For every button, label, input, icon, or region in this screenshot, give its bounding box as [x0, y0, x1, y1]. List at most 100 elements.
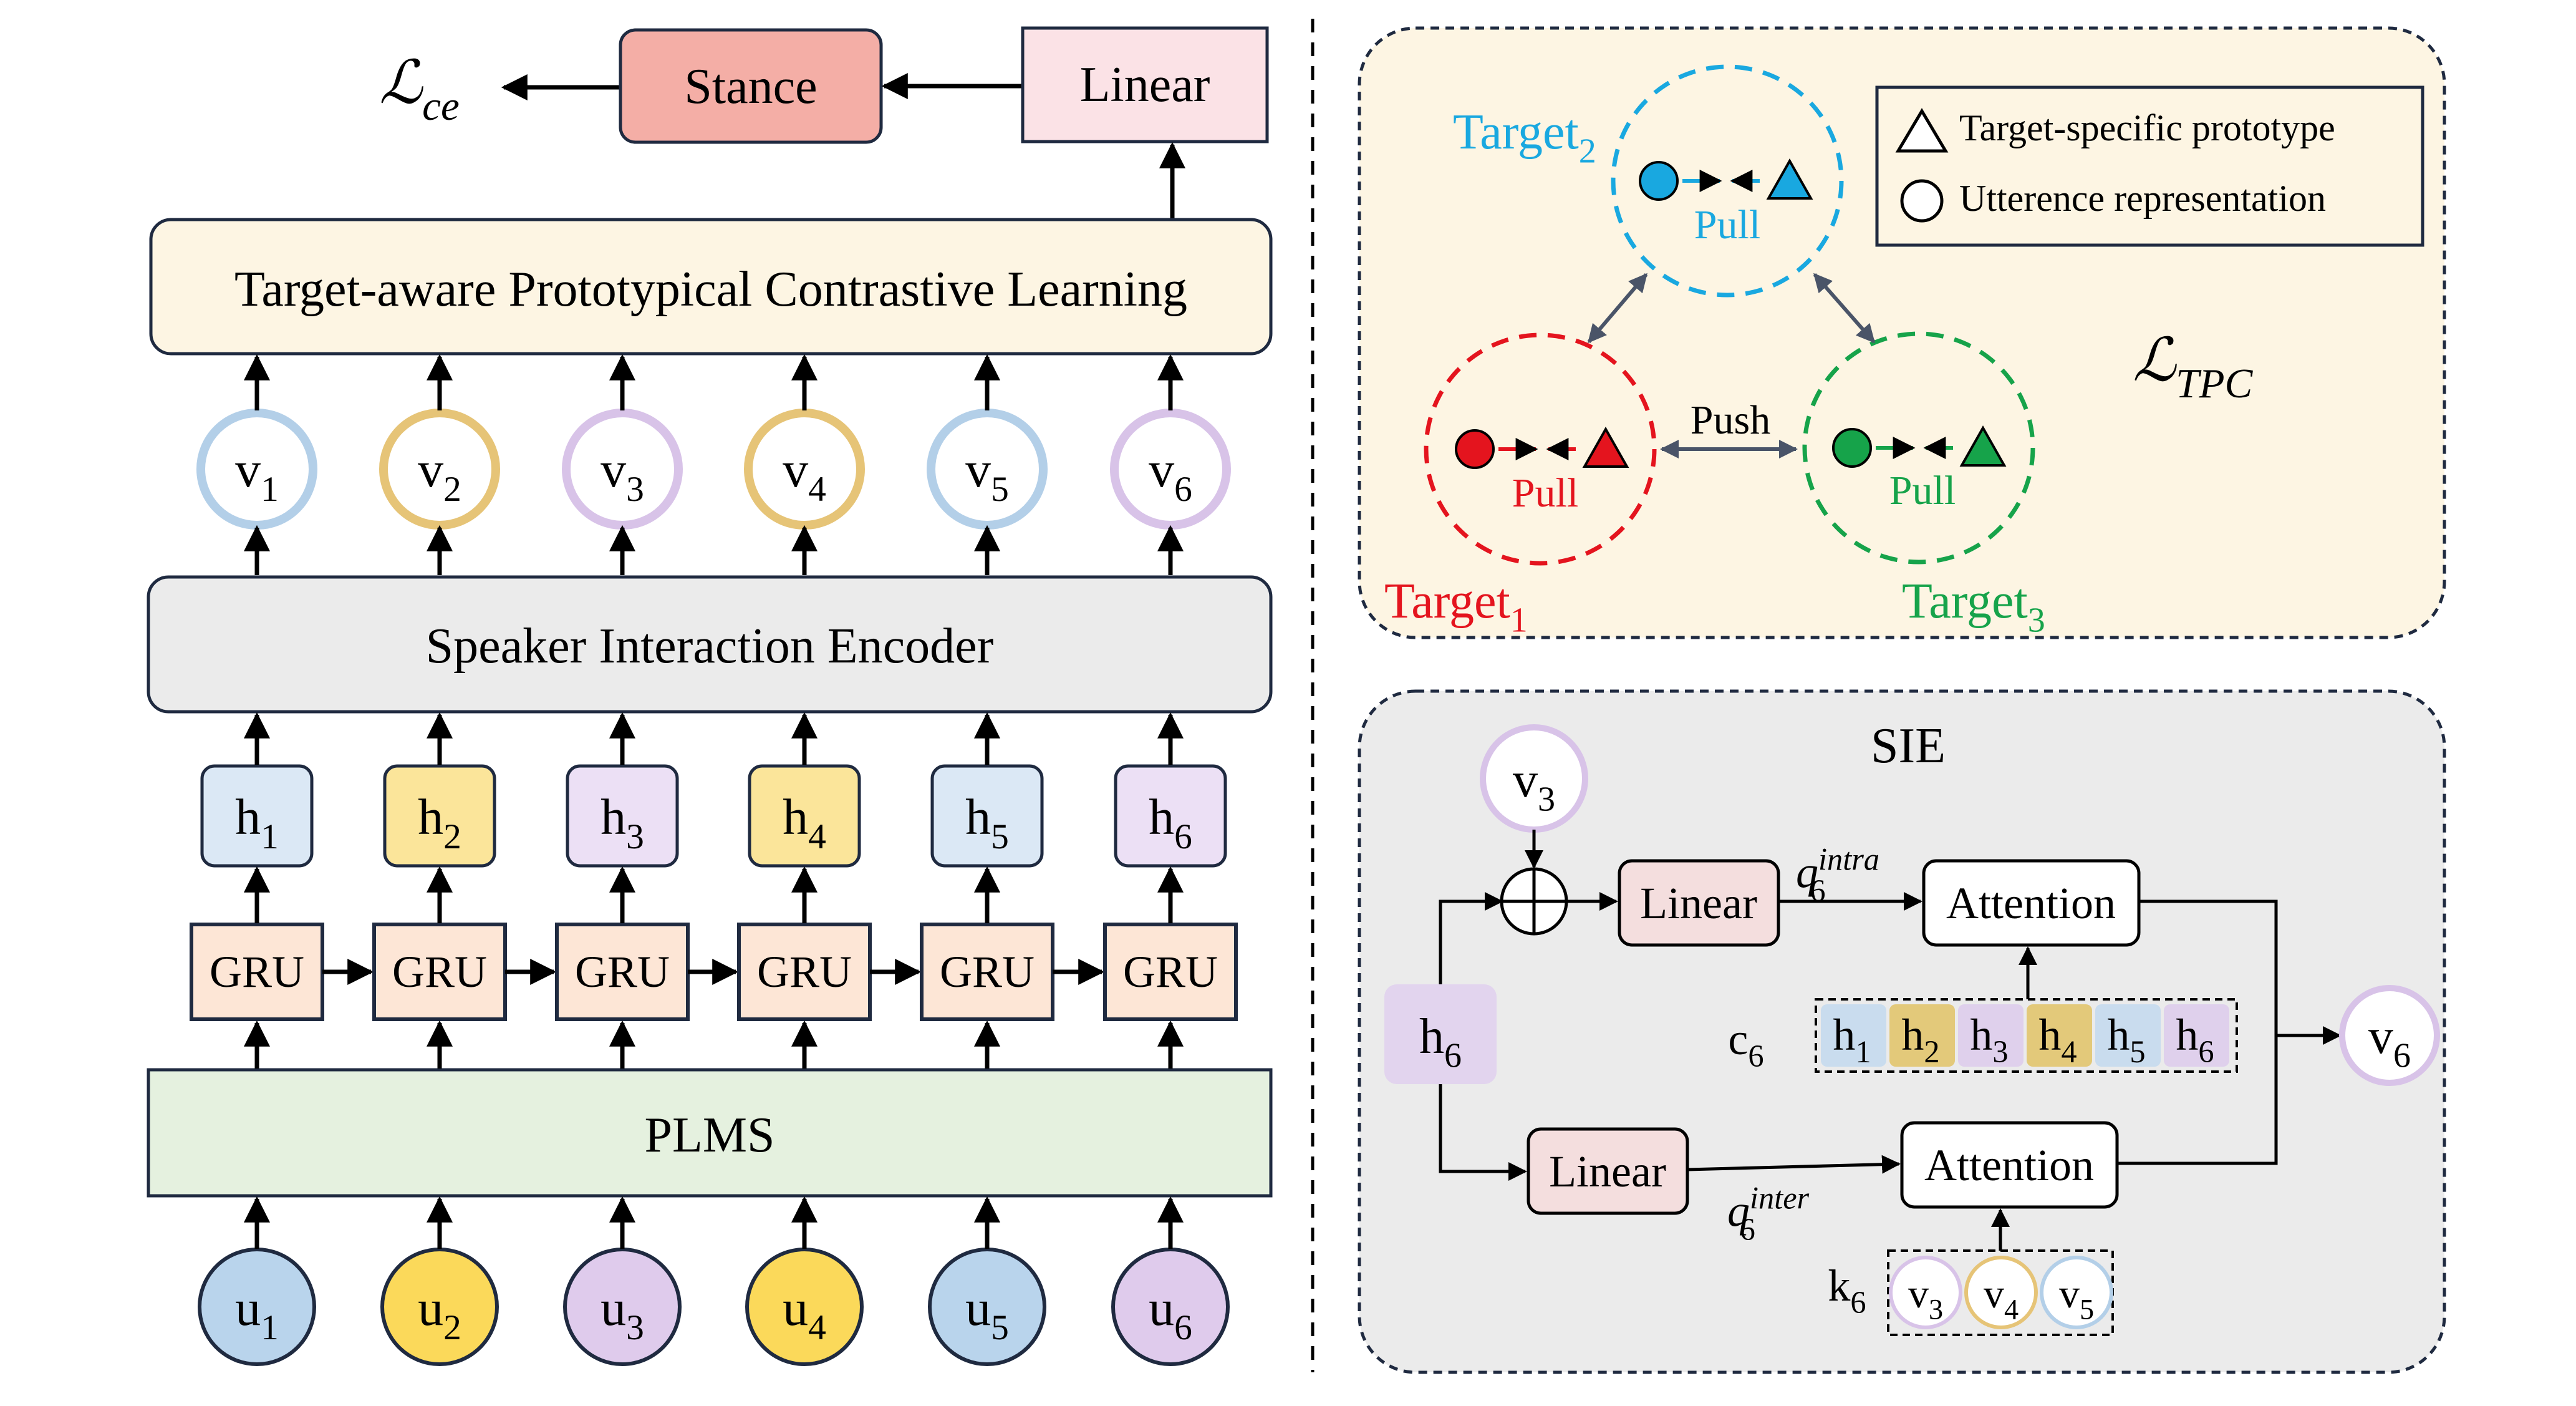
legend-triangle-icon	[1895, 108, 1949, 153]
text-subscript: 6	[1850, 1285, 1866, 1320]
text-subscript: 6	[1174, 470, 1192, 509]
c6-cell-5-label: h5	[2107, 1010, 2145, 1069]
linear-label: Linear	[1080, 57, 1210, 112]
text-base: h	[965, 788, 991, 845]
c6-cell-3-label: h3	[1970, 1010, 2008, 1069]
k6-cells: v3 v 4 v5	[1889, 1256, 2113, 1329]
target3-prototype-icon	[1959, 425, 2007, 467]
k6-cell-3-label: v5	[2059, 1271, 2094, 1325]
v-node-6-label: v6	[1149, 441, 1192, 509]
k6-cell-3	[2040, 1256, 2113, 1329]
plms-label: PLMS	[645, 1108, 775, 1163]
text-subscript: 6	[1810, 873, 1825, 908]
text-base: v	[601, 441, 626, 498]
k6-cell-1	[1889, 1256, 1962, 1329]
text-subscript: 6	[1444, 1036, 1462, 1075]
text-subscript: 5	[2080, 1293, 2094, 1325]
sie-v6-label: v6	[2368, 1009, 2411, 1075]
sie-linear-intra-label: Linear	[1640, 878, 1757, 928]
u-node-2	[380, 1248, 499, 1366]
target3-utterance-icon	[1832, 428, 1872, 468]
text-subscript: 5	[2130, 1034, 2145, 1069]
text-base: u	[783, 1279, 808, 1336]
text-base: u	[1149, 1279, 1174, 1336]
text-base: h	[1833, 1010, 1855, 1060]
text-subscript: 6	[1740, 1212, 1755, 1247]
gru-cell-4	[737, 923, 872, 1021]
c6-cell-3	[1958, 1004, 2024, 1067]
h-node-3	[566, 764, 679, 868]
text-subscript: 4	[2004, 1293, 2019, 1325]
text-subscript: 4	[808, 1308, 826, 1347]
text-base: u	[601, 1279, 626, 1336]
text-base: h	[1901, 1010, 1924, 1060]
h-node-6	[1114, 764, 1227, 868]
text-subscript: 1	[261, 817, 279, 856]
text-base: k	[1828, 1261, 1850, 1311]
text-subscript: 4	[808, 817, 826, 856]
text-base: h	[2038, 1010, 2061, 1060]
text-base: h	[418, 788, 443, 845]
sie-title: SIE	[1871, 719, 1946, 773]
u-node-2-label: u2	[418, 1279, 461, 1347]
target3-cluster	[1802, 331, 2035, 565]
u-node-1-label: u1	[235, 1279, 279, 1347]
h-node-4-label: h4	[783, 788, 826, 856]
text-base: h	[1419, 1009, 1444, 1064]
text-subscript: TPC	[2176, 360, 2253, 407]
text-base: v	[1149, 441, 1174, 498]
sie-h6-box	[1384, 984, 1497, 1084]
stance-label: Stance	[684, 59, 817, 114]
text-subscript: 2	[443, 470, 461, 509]
sie-h6-label: h6	[1419, 1009, 1462, 1075]
text-subscript: 3	[626, 817, 644, 856]
target2-pull-label: Pull	[1694, 202, 1760, 248]
h-node-1-label: h1	[235, 788, 279, 856]
target3-label: Target3	[1902, 574, 2045, 639]
v-node-1-label: v1	[235, 441, 279, 509]
text-subscript: 3	[626, 470, 644, 509]
c6-cell-1-label: h1	[1833, 1010, 1871, 1069]
sie-v6-node	[2339, 985, 2440, 1086]
speaker-interaction-encoder-box	[147, 575, 1273, 714]
text-base: v	[1513, 753, 1538, 808]
h-node-2-label: h2	[418, 788, 461, 856]
target1-cluster	[1424, 332, 1657, 566]
target3-pull-label: Pull	[1889, 468, 1956, 513]
k6-label: k6	[1828, 1261, 1866, 1320]
h-node-4	[748, 764, 861, 868]
c6-cell-4	[2027, 1004, 2092, 1067]
text-base: h	[2176, 1010, 2198, 1060]
u-node-4-label: u4	[783, 1279, 826, 1347]
text-base: u	[418, 1279, 443, 1336]
text-base: h	[2107, 1010, 2130, 1060]
gru-cell-1-label: GRU	[210, 947, 304, 997]
text-base: c	[1728, 1014, 1748, 1064]
text-superscript: inter	[1750, 1181, 1810, 1216]
h-node-5	[930, 764, 1044, 868]
text-subscript: 3	[1992, 1034, 2008, 1069]
legend-triangle-label: Target-specific prototype	[1959, 107, 2335, 148]
text-subscript: 5	[991, 1308, 1009, 1347]
u-node-3-label: u3	[601, 1279, 644, 1347]
text-subscript: 3	[1929, 1293, 1943, 1325]
v-node-2-label: v2	[418, 441, 461, 509]
text-base: h	[783, 788, 808, 845]
text-subscript: 6	[2198, 1034, 2214, 1069]
text-subscript: 6	[1748, 1039, 1763, 1074]
text-subscript: 3	[1538, 780, 1555, 818]
target2-cluster	[1611, 64, 1844, 298]
c6-label: c6	[1728, 1014, 1763, 1074]
text-base: v	[2059, 1271, 2080, 1317]
text-base: q	[1727, 1186, 1750, 1236]
u-node-6-label: u6	[1149, 1279, 1192, 1347]
text-subscript: 6	[2393, 1036, 2411, 1075]
target1-prototype-icon	[1582, 426, 1629, 468]
gru-cell-3-label: GRU	[575, 947, 670, 997]
u-node-5-label: u5	[965, 1279, 1009, 1347]
k6-cell-1-label: v3	[1908, 1271, 1943, 1325]
sie-linear-inter-box	[1527, 1127, 1689, 1215]
